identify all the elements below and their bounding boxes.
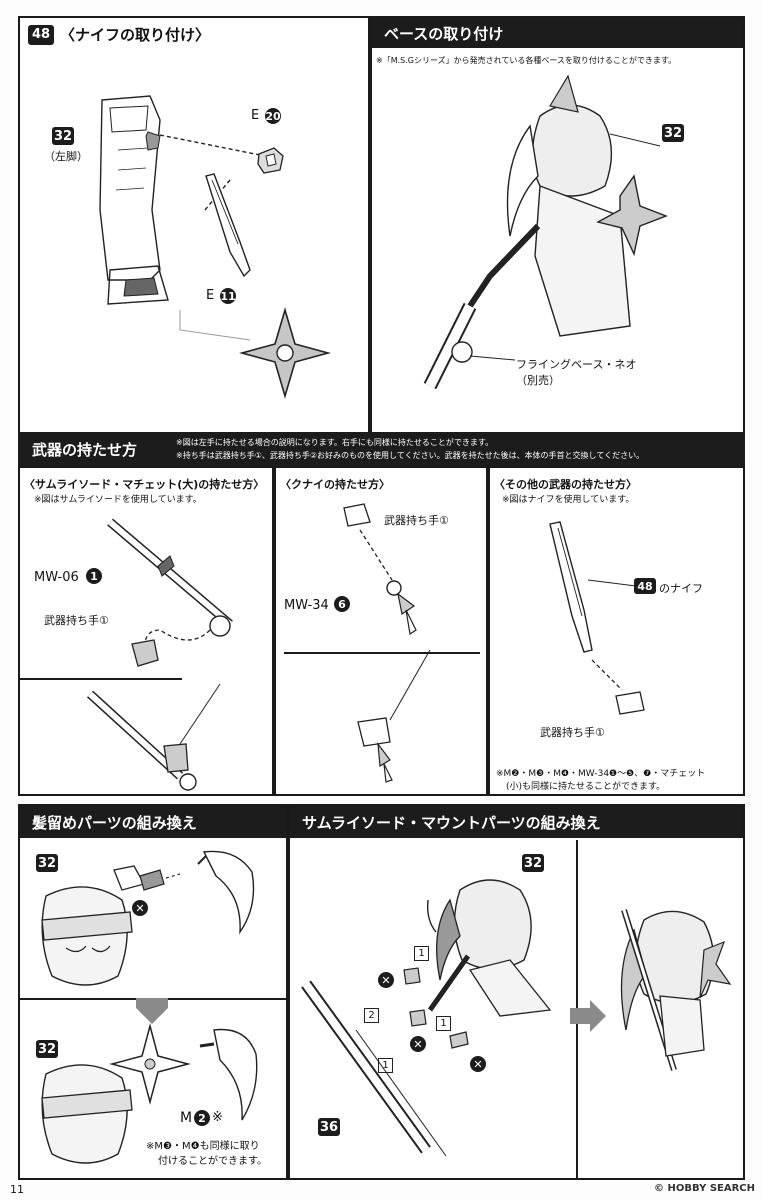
weapon-hold-title-bar: 武器の持たせ方 bbox=[18, 432, 745, 466]
hair-clip-part bbox=[113, 865, 181, 891]
kunai-divider bbox=[284, 652, 480, 654]
hair-m-mark: ※ bbox=[212, 1110, 223, 1125]
other-hold-title: 〈その他の武器の持たせ方〉 bbox=[494, 478, 637, 491]
mount-step-box-1b: 1 bbox=[436, 1016, 451, 1031]
hair-title-bar: 髪留めパーツの組み換え bbox=[20, 806, 286, 838]
mount-title: サムライソード・マウントパーツの組み換え bbox=[302, 813, 601, 832]
page-number: 11 bbox=[10, 1183, 24, 1196]
other-hold-panel bbox=[488, 466, 745, 796]
base-title: ベースの取り付け bbox=[384, 24, 504, 43]
hair-title: 髪留めパーツの組み換え bbox=[32, 813, 197, 832]
mw34-label: MW-34 bbox=[284, 598, 329, 613]
other-bottom-note-2: (小)も同様に持たせることができます。 bbox=[506, 782, 666, 792]
knife-left-leg-label: （左脚） bbox=[44, 150, 88, 163]
mw06-num: 1 bbox=[86, 568, 102, 584]
mount-arrow-right bbox=[570, 1000, 606, 1032]
other-knife-num: 48 bbox=[634, 578, 656, 594]
kunai-hand-label: 武器持ち手① bbox=[384, 514, 449, 527]
watermark-logo: © HOBBY SEARCH bbox=[654, 1183, 755, 1194]
weapon-hold-note-1: ※図は左手に持たせる場合の説明になります。右手にも同様に持たせることができます。 bbox=[176, 438, 494, 447]
mount-step-box-1a: 1 bbox=[414, 946, 429, 961]
other-hand-label: 武器持ち手① bbox=[540, 726, 605, 739]
mount-small-parts bbox=[403, 967, 469, 1049]
mount-part-32: 32 bbox=[522, 854, 544, 872]
leg-illustration bbox=[99, 95, 169, 305]
hair-m-num: 2 bbox=[194, 1110, 210, 1126]
mount-title-bar: サムライソード・マウントパーツの組み換え bbox=[290, 806, 743, 838]
knife-title-text: 〈ナイフの取り付け〉 bbox=[60, 26, 211, 44]
hair-part-32b: 32 bbox=[36, 1040, 58, 1058]
other-hold-note: ※図はナイフを使用しています。 bbox=[502, 495, 635, 505]
hair-shuriken-part bbox=[109, 1023, 191, 1105]
base-title-bar: ベースの取り付け bbox=[372, 18, 743, 48]
flying-base-sold-separately: （別売） bbox=[516, 374, 560, 387]
knife-e-num-1: 20 bbox=[265, 108, 281, 124]
knife-assembly-arrows bbox=[159, 134, 261, 341]
samurai-hold-title: 〈サムライソード・マチェット(大)の持たせ方〉 bbox=[24, 478, 265, 491]
hair-note-1: ※M❸・M❹も同様に取り bbox=[146, 1141, 260, 1152]
hair-ponytail-bottom bbox=[199, 1028, 258, 1121]
base-note: ※「M.S.Gシリーズ」から発売されている各種ベースを取り付けることができます。 bbox=[376, 56, 677, 65]
mount-step-box-1c: 1 bbox=[378, 1058, 393, 1073]
mount-step-box-2: 2 bbox=[364, 1008, 379, 1023]
mw34-num: 6 bbox=[334, 596, 350, 612]
mw06-label: MW-06 bbox=[34, 570, 79, 585]
hair-remove-mark: ✕ bbox=[132, 900, 148, 916]
weapon-hold-title: 武器の持たせ方 bbox=[32, 440, 138, 459]
knife-step-badge: 48 bbox=[28, 24, 54, 45]
mount-remove-mark-1: ✕ bbox=[378, 972, 394, 988]
samurai-hold-note: ※図はサムライソードを使用しています。 bbox=[34, 495, 202, 505]
mount-remove-mark-2: ✕ bbox=[410, 1036, 426, 1052]
hair-note-2: 付けることができます。 bbox=[158, 1156, 267, 1167]
mount-result-illustration bbox=[620, 909, 732, 1071]
flying-base-label: フライングベース・ネオ bbox=[516, 358, 637, 371]
mount-sword-illustration bbox=[301, 980, 447, 1157]
base-part-32: 32 bbox=[662, 124, 684, 142]
knife-title: 48 〈ナイフの取り付け〉 bbox=[28, 24, 210, 45]
samurai-sword-illustration bbox=[107, 518, 233, 637]
weapon-hold-note-2: ※持ち手は武器持ち手①、武器持ち手②お好みのものを使用してください。武器を持たせ… bbox=[176, 451, 645, 460]
knife-e-label-2: E bbox=[206, 288, 215, 303]
samurai-hand-label: 武器持ち手① bbox=[44, 614, 109, 627]
hair-ponytail-top bbox=[197, 850, 255, 935]
hair-figure-bottom bbox=[41, 1064, 133, 1164]
hair-m-label: M bbox=[180, 1110, 193, 1126]
kunai-held-illustration bbox=[357, 649, 431, 783]
other-knife-label: のナイフ bbox=[659, 582, 703, 595]
samurai-held-illustration bbox=[86, 683, 221, 791]
mount-part-36: 36 bbox=[318, 1118, 340, 1136]
figure-on-base-illustration bbox=[423, 74, 668, 390]
hair-figure-top bbox=[41, 886, 133, 986]
knife-panel bbox=[18, 16, 370, 438]
mount-figure-illustration bbox=[426, 879, 552, 1017]
knife-clip-part bbox=[257, 147, 284, 174]
hair-arrow-down bbox=[136, 998, 168, 1024]
kunai-hold-title: 〈クナイの持たせ方〉 bbox=[280, 478, 390, 491]
knife-blade-part bbox=[205, 173, 251, 278]
knife-part-32: 32 bbox=[52, 127, 74, 145]
knife-e-label-1: E bbox=[251, 108, 260, 123]
samurai-hand-arrow bbox=[131, 629, 211, 667]
other-bottom-note-1: ※M❷・M❸・M❹・MW-34❶〜❺、❼・マチェット bbox=[496, 769, 706, 779]
hair-part-32a: 32 bbox=[36, 854, 58, 872]
kunai-illustration bbox=[343, 503, 417, 636]
knife-e-num-2: 11 bbox=[220, 288, 236, 304]
mount-remove-mark-3: ✕ bbox=[470, 1056, 486, 1072]
samurai-divider bbox=[18, 678, 182, 680]
other-knife-illustration bbox=[549, 521, 645, 715]
shuriken-part bbox=[238, 307, 332, 399]
